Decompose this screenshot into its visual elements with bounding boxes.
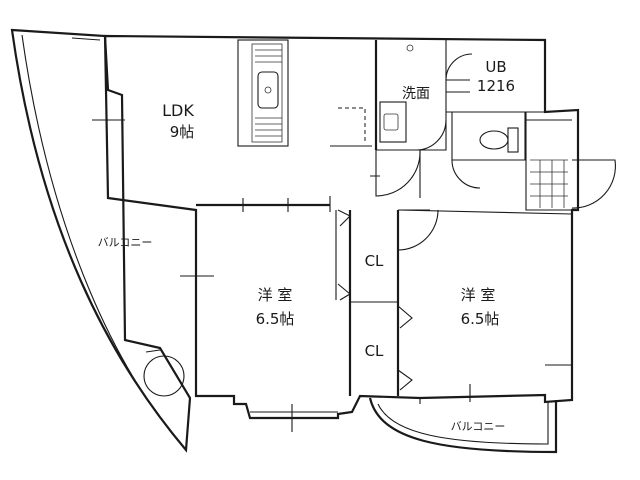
room-western-2 (397, 209, 573, 402)
toilet-icon (479, 130, 509, 150)
room-western-1 (180, 275, 338, 432)
washroom-door (415, 119, 447, 151)
western-1-name: 洋 室 (258, 286, 293, 304)
toilet-door (451, 159, 481, 189)
western-2-size: 6.5帖 (461, 310, 500, 328)
bathroom-size: 1216 (477, 77, 515, 95)
room-bathroom (445, 53, 545, 113)
entrance (525, 112, 616, 211)
ldk-size: 9帖 (170, 123, 195, 141)
closet-2-label: CL (365, 342, 384, 360)
room-toilet (451, 112, 526, 189)
balcony-west (10, 28, 192, 453)
balcony-south-label: バルコニー (451, 420, 506, 433)
balcony-west-label: バルコニー (98, 236, 153, 249)
closet-area (335, 209, 413, 396)
balcony-south (368, 397, 558, 454)
ldk-name: LDK (162, 101, 194, 120)
bathroom-name: UB (485, 58, 506, 76)
front-door (571, 159, 616, 209)
room-ldk (92, 39, 372, 212)
western-2-name: 洋 室 (461, 286, 496, 304)
sink-icon (257, 71, 279, 109)
western-1-size: 6.5帖 (256, 310, 295, 328)
closet-1-label: CL (365, 252, 384, 270)
washbasin-icon (379, 101, 407, 143)
kitchen-counter (237, 39, 289, 147)
washroom-label: 洗面 (402, 86, 430, 102)
hall-door (370, 149, 421, 198)
